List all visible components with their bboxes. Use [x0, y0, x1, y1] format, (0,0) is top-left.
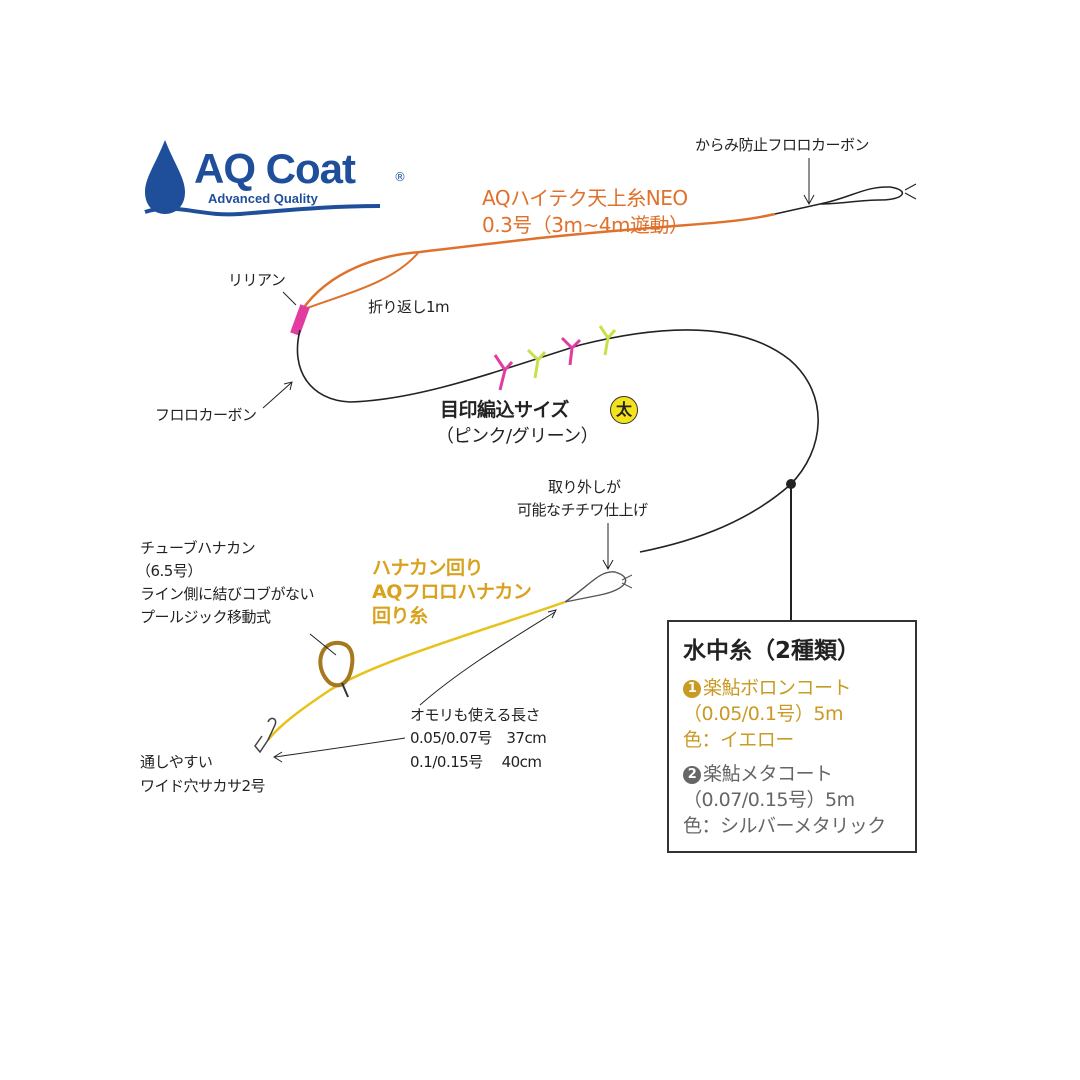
item1-name-text: 楽鮎ボロンコート: [703, 677, 852, 699]
logo-wave: [144, 204, 381, 217]
marker-tuft-green: [526, 348, 547, 379]
fold-back-label: 折り返し1m: [368, 298, 450, 316]
hanakan-label-3: 回り糸: [372, 605, 428, 627]
marker-colors: （ピンク/グリーン）: [436, 426, 599, 447]
arrow-head-icon: [547, 609, 557, 619]
registered-mark: ®: [394, 170, 406, 184]
length-arrow-lower: [274, 737, 406, 758]
thick-badge: 太: [610, 396, 638, 424]
anti-tangle-label: からみ防止フロロカーボン: [695, 136, 870, 154]
box-title: 水中糸（2種類）: [683, 638, 861, 664]
ring-stem: [341, 682, 349, 698]
length-arrow-upper: [419, 611, 556, 706]
fluorocarbon-line: [296, 329, 819, 553]
item1-color: 色：イエロー: [683, 729, 794, 751]
removable-label-2: 可能なチチワ仕上げ: [517, 501, 648, 519]
arrow-head-icon: [602, 559, 614, 571]
logo-title: AQ Coat: [194, 145, 356, 192]
hanakan-label-2: AQフロロハナカン: [372, 581, 532, 603]
water-drop-icon: [145, 140, 185, 214]
line-end-tag: [904, 183, 917, 200]
marker-tuft-pink: [560, 336, 582, 366]
fold-back-line: [301, 252, 419, 311]
removable-label-1: 取り外しが: [548, 478, 621, 496]
length-label-3: 0.1/0.15号 40cm: [410, 753, 542, 771]
item2-spec: （0.07/0.15号）5m: [683, 789, 855, 811]
item1-spec: （0.05/0.1号）5m: [683, 703, 844, 725]
lilian-braid: [290, 304, 310, 336]
lilian-arrow: [282, 291, 297, 306]
loop-tag: [621, 574, 633, 589]
hanakan-label-1: ハナカン回り: [372, 557, 484, 579]
length-label-2: 0.05/0.07号 37cm: [410, 729, 547, 747]
fluorocarbon-label: フロロカーボン: [155, 406, 257, 424]
tube-arrow: [309, 633, 337, 656]
tenjou-label-1: AQハイテク天上糸NEO: [482, 186, 688, 210]
marker-tuft-pink: [493, 354, 514, 391]
lilian-label: リリアン: [228, 271, 286, 289]
hook-label-1: 通しやすい: [140, 753, 213, 771]
number-badge-1: 1: [683, 680, 701, 698]
hanakan-line: [267, 600, 566, 741]
marker-tuft-green: [598, 325, 617, 356]
hanakan-ring-icon: [318, 640, 355, 688]
item2-name-text: 楽鮎メタコート: [703, 763, 833, 785]
tube-label-4: プールジック移動式: [140, 608, 271, 626]
tube-label-2: （6.5号）: [136, 562, 202, 580]
tube-label-1: チューブハナカン: [140, 539, 256, 557]
marker-tufts: [493, 325, 617, 391]
logo-subtitle: Advanced Quality: [208, 191, 318, 206]
number-badge-2: 2: [683, 766, 701, 784]
fluorocarbon-arrow: [262, 381, 293, 409]
tenjou-line: [300, 212, 776, 311]
tenjou-label-2: 0.3号（3m~4m遊動）: [482, 213, 689, 237]
item2-color: 色：シルバーメタリック: [683, 815, 886, 837]
chichiwa-loop: [564, 571, 627, 603]
arrow-head-icon: [273, 751, 283, 763]
hook-icon: [254, 717, 277, 754]
arrow-head-icon: [803, 194, 815, 206]
hook-label-2: ワイド穴サカサ2号: [140, 777, 266, 795]
tube-label-3: ライン側に結びコブがない: [140, 585, 315, 603]
length-label-1: オモリも使える長さ: [410, 706, 541, 724]
marker-label: 目印編込サイズ: [440, 399, 569, 421]
anti-tangle-line: [774, 186, 903, 215]
